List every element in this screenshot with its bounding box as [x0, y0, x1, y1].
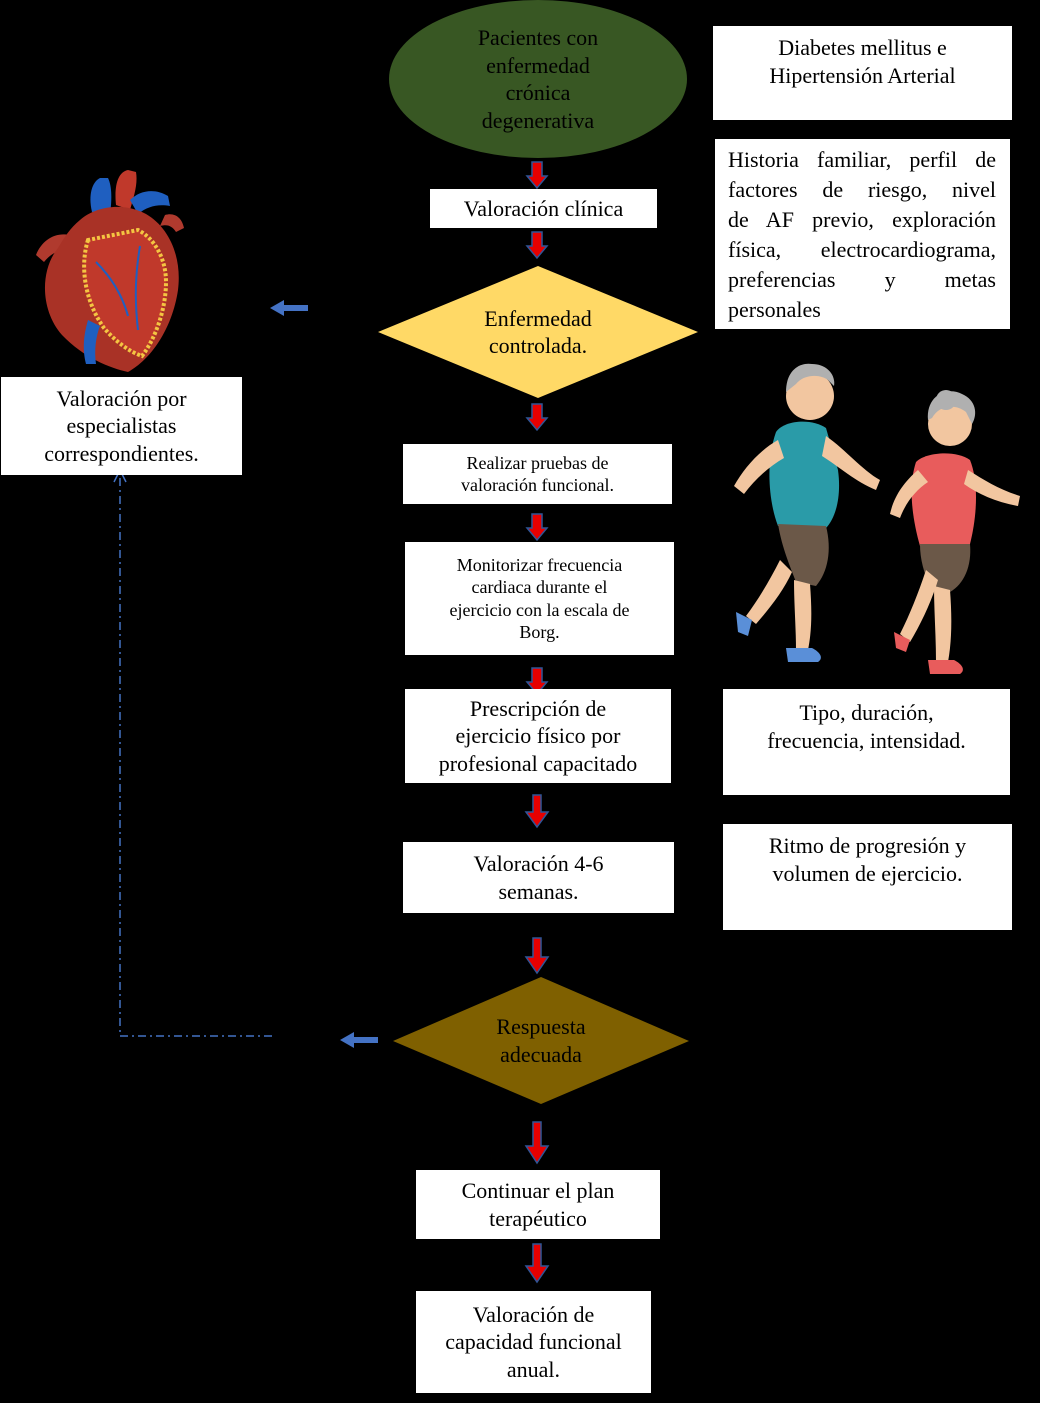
- arrow-down-1: [526, 161, 548, 189]
- arrow-down-7: [524, 937, 550, 975]
- heart-illustration: [36, 170, 184, 372]
- clinical-details-line-4: física, electrocardiograma,: [728, 237, 996, 262]
- clinical-assessment-text: Valoración clínica: [463, 195, 624, 221]
- arrow-down-8: [524, 1121, 550, 1165]
- functional-tests-box: Realizar pruebas de valoración funcional…: [403, 444, 672, 504]
- annual-assessment-box: Valoración de capacidad funcional anual.: [416, 1291, 651, 1393]
- progression-text: Ritmo de progresión y volumen de ejercic…: [768, 833, 967, 886]
- arrow-left-from-response: [340, 1032, 378, 1048]
- prescription-text: Prescripción de ejercicio físico por pro…: [438, 695, 638, 776]
- annual-assessment-text: Valoración de capacidad funcional anual.: [445, 1301, 622, 1382]
- decision-controlled-text: Enfermedad controlada.: [484, 305, 592, 359]
- start-node: Pacientes con enfermedad crónica degener…: [389, 0, 687, 158]
- exercise-params-text: Tipo, duración, frecuencia, intensidad.: [767, 700, 966, 753]
- arrow-down-2: [526, 231, 548, 259]
- clinical-details-line-3: de AF previo, exploración: [728, 207, 996, 232]
- arrow-down-3: [526, 403, 548, 431]
- diseases-note-text: Diabetes mellitus e Hipertensión Arteria…: [769, 35, 956, 88]
- arrow-left-to-specialists: [270, 300, 308, 316]
- clinical-assessment-box: Valoración clínica: [430, 189, 657, 228]
- decision-response: Respuesta adecuada: [393, 977, 689, 1104]
- monitor-hr-box: Monitorizar frecuencia cardiaca durante …: [405, 542, 674, 655]
- prescription-box: Prescripción de ejercicio físico por pro…: [405, 689, 671, 783]
- functional-tests-text: Realizar pruebas de valoración funcional…: [461, 452, 614, 496]
- clinical-details-line-2: factores de riesgo, nivel: [728, 177, 996, 202]
- continue-plan-box: Continuar el plan terapéutico: [416, 1170, 660, 1239]
- specialists-text: Valoración por especialistas correspondi…: [44, 385, 199, 466]
- clinical-details-line-1: Historia familiar, perfil de: [728, 147, 996, 172]
- decision-response-text: Respuesta adecuada: [496, 1014, 586, 1067]
- dashed-feedback-line: [119, 478, 272, 1037]
- clinical-details-note: Historia familiar, perfil de factores de…: [715, 139, 1010, 329]
- exercise-params-note: Tipo, duración, frecuencia, intensidad.: [723, 689, 1010, 795]
- continue-plan-text: Continuar el plan terapéutico: [461, 1178, 615, 1231]
- progression-note: Ritmo de progresión y volumen de ejercic…: [723, 824, 1012, 930]
- clinical-details-line-6: personales: [728, 297, 821, 322]
- assessment-weeks-text: Valoración 4-6 semanas.: [473, 851, 604, 904]
- decision-controlled: Enfermedad controlada.: [378, 266, 698, 398]
- arrow-down-4: [526, 513, 548, 541]
- start-node-text: Pacientes con enfermedad crónica degener…: [477, 25, 599, 133]
- diseases-note: Diabetes mellitus e Hipertensión Arteria…: [713, 26, 1012, 120]
- assessment-weeks-box: Valoración 4-6 semanas.: [403, 842, 674, 913]
- specialists-box: Valoración por especialistas correspondi…: [1, 377, 242, 475]
- clinical-details-line-5: preferencias y metas: [728, 267, 996, 292]
- arrow-down-9: [524, 1243, 550, 1284]
- monitor-hr-text: Monitorizar frecuencia cardiaca durante …: [449, 554, 630, 643]
- arrow-down-6: [524, 794, 550, 829]
- runners-illustration: [734, 363, 1020, 674]
